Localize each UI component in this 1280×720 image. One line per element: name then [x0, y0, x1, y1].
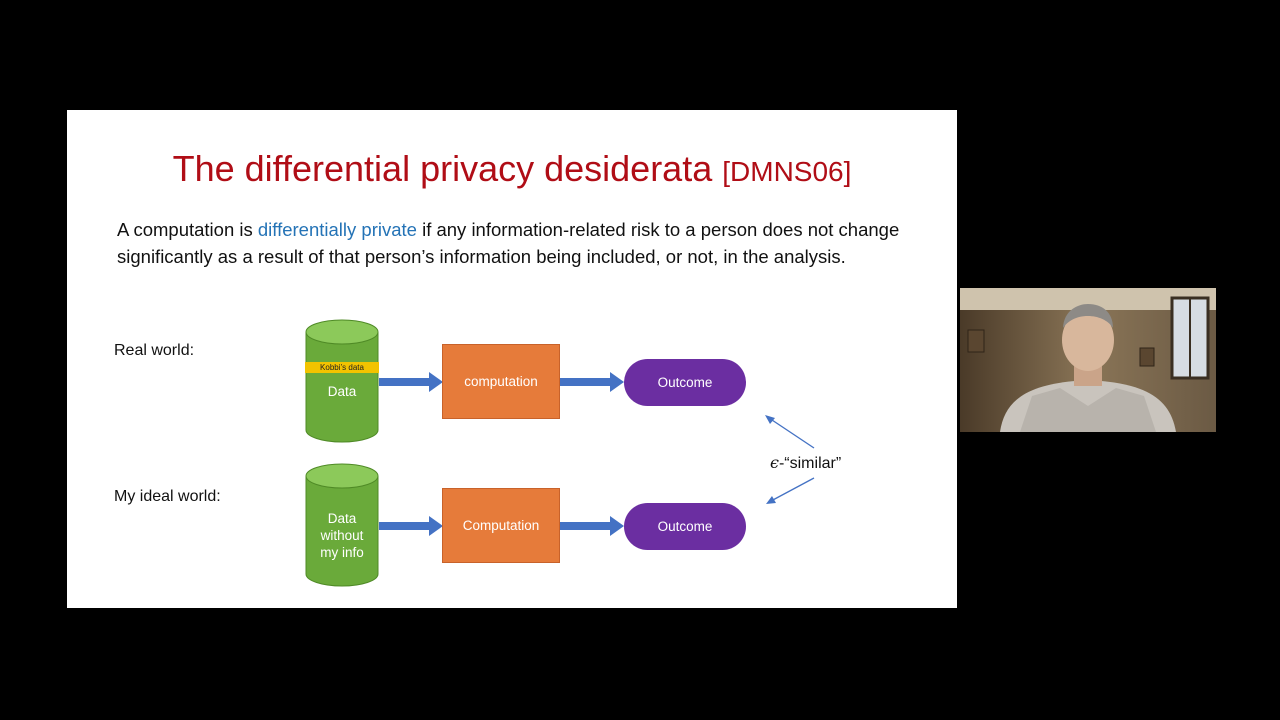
- outcome-ideal: Outcome: [624, 503, 746, 550]
- kobbi-data-band: Kobbi’s data: [305, 362, 379, 373]
- presenter-webcam-video: [960, 288, 1216, 432]
- arrow-computation-to-outcome-ideal: [560, 516, 624, 536]
- paragraph-start: A computation is: [117, 219, 258, 240]
- data-label-line2: without: [320, 528, 364, 543]
- data-cylinder-ideal: Data without my info: [305, 463, 379, 587]
- definition-paragraph: A computation is differentially private …: [117, 217, 917, 270]
- presenter-video-frame: [960, 288, 1216, 432]
- presentation-slide: The differential privacy desiderata [DMN…: [67, 110, 957, 608]
- citation: [DMNS06]: [722, 156, 852, 187]
- ideal-world-label: My ideal world:: [114, 488, 221, 505]
- arrow-computation-to-outcome: [560, 372, 624, 392]
- data-label: Data: [327, 384, 357, 399]
- data-cylinder-real: Kobbi’s data Data: [305, 319, 379, 443]
- epsilon-symbol: ϵ: [770, 453, 779, 472]
- epsilon-similar-label: ϵ-“similar”: [770, 453, 841, 473]
- arrow-data-to-computation: [379, 372, 443, 392]
- similar-text: -“similar”: [778, 455, 842, 472]
- data-label-line1: Data: [327, 511, 357, 526]
- computation-box-real: computation: [442, 344, 560, 419]
- paragraph-rest: if any information-related risk to a per…: [117, 219, 900, 267]
- data-label-line3: my info: [320, 545, 364, 560]
- slide-title-text: The differential privacy desiderata: [172, 148, 713, 189]
- outcome-real: Outcome: [624, 359, 746, 406]
- arrow-data-to-computation-ideal: [379, 516, 443, 536]
- highlighted-term: differentially private: [257, 219, 417, 240]
- slide-title: The differential privacy desiderata [DMN…: [67, 148, 957, 190]
- computation-box-ideal: Computation: [442, 488, 560, 563]
- real-world-label: Real world:: [114, 342, 195, 359]
- similarity-arrows: [765, 415, 815, 504]
